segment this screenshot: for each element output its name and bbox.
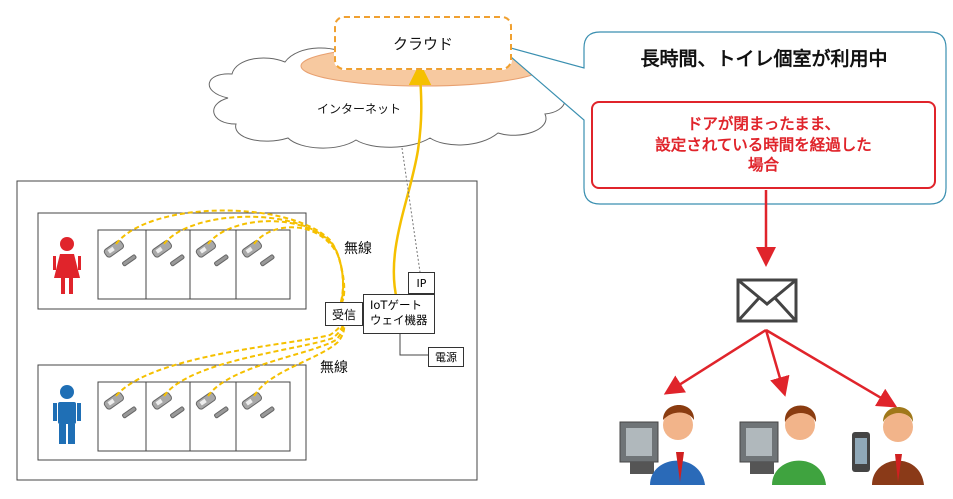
ip-label: IP [416, 276, 427, 290]
callout-title: 長時間、トイレ個室が利用中 [640, 48, 888, 70]
wireless-label-top: 無線 [344, 241, 372, 257]
user-pc-icon [619, 405, 705, 485]
cloud-label: クラウド [392, 34, 453, 53]
gateway-label: IoTゲート [370, 298, 422, 312]
wireless-label-bottom: 無線 [320, 360, 348, 376]
mail-to-users-arrows [663, 328, 898, 408]
alert-line: 設定されている時間を経過した [655, 135, 872, 154]
mail-envelope-icon [736, 278, 798, 323]
gateway-to-cloud-link [392, 62, 432, 301]
cloud-box: クラウド [334, 16, 512, 70]
receiver-label: 受信 [331, 307, 356, 322]
power-box: 電源 [428, 347, 464, 367]
ip-box: IP [408, 272, 435, 294]
internet-label: インターネット [317, 102, 402, 116]
receiver-box: 受信 [325, 302, 363, 326]
gateway-box: IoTゲート ウェイ機器 [363, 294, 435, 334]
ip-line [401, 147, 421, 273]
user-pc-icon [739, 405, 826, 485]
alert-line: ドアが閉まったまま、 [686, 114, 841, 133]
gateway-label: ウェイ機器 [370, 313, 428, 327]
alert-condition-box: ドアが閉まったまま、 設定されている時間を経過した 場合 [591, 101, 936, 189]
alert-line: 場合 [747, 156, 779, 175]
user-phone-icon [852, 407, 924, 485]
female-icon [53, 237, 81, 294]
power-label: 電源 [435, 351, 457, 364]
power-line [399, 334, 428, 356]
male-icon [53, 385, 81, 444]
